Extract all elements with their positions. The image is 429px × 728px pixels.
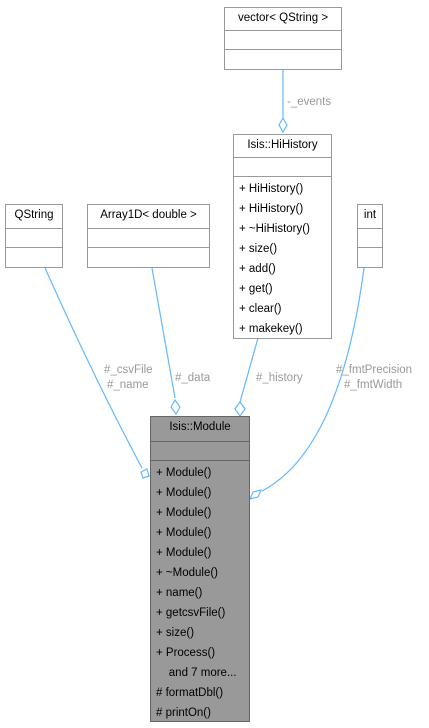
class-int[interactable]: int bbox=[357, 204, 383, 268]
method-row: + Module() bbox=[156, 507, 212, 519]
class-title: vector< QString > bbox=[225, 8, 341, 31]
class-attributes bbox=[6, 229, 62, 248]
edge-label-data: #_data bbox=[175, 372, 211, 384]
diamond-events bbox=[278, 116, 288, 134]
method-row: + getcsvFile() bbox=[156, 607, 226, 619]
class-attributes bbox=[234, 158, 331, 177]
class-array1d[interactable]: Array1D< double > bbox=[87, 204, 210, 268]
class-title: Isis::Module bbox=[151, 417, 249, 442]
class-methods bbox=[225, 50, 341, 69]
class-module[interactable]: Isis::Module + Module() + Module() + Mod… bbox=[150, 416, 250, 722]
method-row: + Module() bbox=[156, 547, 212, 559]
class-methods bbox=[358, 248, 382, 267]
edge-label-csvfile: #_csvFile bbox=[104, 364, 153, 376]
method-row: + Process() bbox=[156, 647, 216, 659]
method-row: + HiHistory() bbox=[239, 183, 304, 195]
diamond-data bbox=[170, 398, 181, 416]
method-row: + HiHistory() bbox=[239, 203, 304, 215]
edge-csvfile bbox=[44, 267, 143, 469]
diamond-fmt bbox=[248, 489, 263, 500]
method-row: + Module() bbox=[156, 487, 212, 499]
method-row: # printOn() bbox=[156, 707, 211, 719]
method-row: + makekey() bbox=[239, 323, 303, 335]
edge-label-fmtprecision: #_fmtPrecision bbox=[336, 364, 413, 376]
class-attributes bbox=[88, 229, 209, 248]
edge-label-fmtwidth: #_fmtWidth bbox=[344, 379, 403, 391]
method-row: + size() bbox=[239, 243, 278, 255]
class-vector-qstring[interactable]: vector< QString > bbox=[224, 7, 342, 70]
class-attributes bbox=[151, 442, 249, 461]
method-row: + Module() bbox=[156, 527, 212, 539]
class-methods bbox=[6, 248, 62, 267]
edge-history bbox=[239, 337, 259, 403]
class-title: int bbox=[358, 205, 382, 229]
method-row: + name() bbox=[156, 587, 203, 599]
edge-label-name: #_name bbox=[107, 379, 149, 391]
more-methods-note: and 7 more... bbox=[156, 667, 237, 679]
class-attributes bbox=[225, 31, 341, 50]
class-title: QString bbox=[6, 205, 62, 229]
method-row: + get() bbox=[239, 283, 273, 295]
diamond-history bbox=[234, 400, 246, 418]
method-row: + clear() bbox=[239, 303, 282, 315]
class-attributes bbox=[358, 229, 382, 248]
edge-label-events: -_events bbox=[287, 96, 332, 108]
edge-fmt bbox=[261, 267, 365, 492]
edge-data bbox=[151, 267, 176, 399]
method-row: + ~Module() bbox=[156, 567, 219, 579]
edge-label-history: #_history bbox=[256, 372, 303, 384]
method-row: + add() bbox=[239, 263, 276, 275]
class-methods bbox=[88, 248, 209, 267]
method-row: + Module() bbox=[156, 467, 212, 479]
method-row: + size() bbox=[156, 627, 195, 639]
method-row: + ~HiHistory() bbox=[239, 223, 310, 235]
class-qstring[interactable]: QString bbox=[5, 204, 63, 268]
class-methods: + Module() + Module() + Module() + Modul… bbox=[151, 461, 249, 723]
method-row: # formatDbl() bbox=[156, 687, 224, 699]
class-methods: + HiHistory() + HiHistory() + ~HiHistory… bbox=[234, 177, 331, 339]
class-title: Isis::HiHistory bbox=[234, 135, 331, 158]
diamond-csvfile bbox=[140, 468, 150, 479]
class-title: Array1D< double > bbox=[88, 205, 209, 229]
class-hihistory[interactable]: Isis::HiHistory + HiHistory() + HiHistor… bbox=[233, 134, 332, 339]
